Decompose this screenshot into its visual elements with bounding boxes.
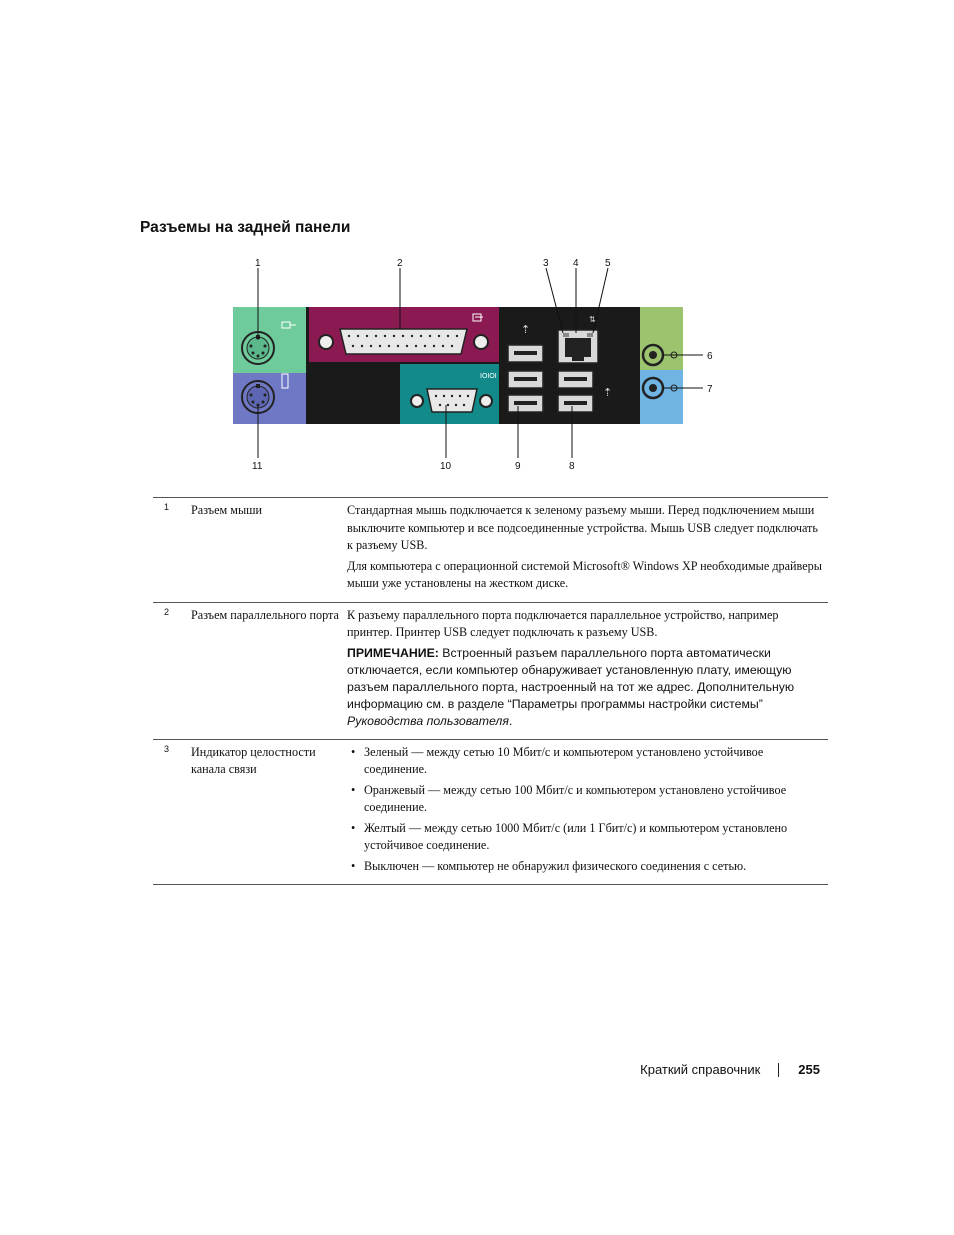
list-item: Зеленый — между сетью 10 Мбит/с и компью… [347,744,824,779]
footer-divider [778,1062,780,1077]
note-label: ПРИМЕЧАНИЕ: [347,645,439,660]
back-panel-diagram: IOIOI ⇡ ⇅ ⇡ 1 2 3 4 5 6 7 8 9 10 11 [233,258,713,472]
connector-description: Зеленый — между сетью 10 Мбит/с и компью… [347,739,828,885]
list-item: Оранжевый — между сетью 100 Мбит/с и ком… [347,782,824,817]
table-row: 2 Разъем параллельного порта К разъему п… [153,602,828,739]
page-footer: Краткий справочник 255 [640,1062,820,1077]
page-number: 255 [798,1062,820,1077]
callout-label: 2 [397,258,403,269]
usb-icon: ⇡ [521,323,530,336]
callout-label: 6 [707,351,713,362]
parallel-port [339,328,468,355]
description-paragraph: К разъему параллельного порта подключает… [347,607,779,640]
svg-text:⇡: ⇡ [603,386,612,399]
serial-icon: IOIOI [480,373,497,380]
row-number: 1 [164,502,170,512]
connector-name: Индикатор целостности канала связи [191,744,316,777]
svg-text:IOIOI: IOIOI [480,373,497,380]
callout-label: 1 [255,258,261,269]
list-item: Желтый — между сетью 1000 Мбит/с (или 1 … [347,820,824,855]
note: ПРИМЕЧАНИЕ: Встроенный разъем параллельн… [347,645,824,730]
description-paragraph: Для компьютера с операционной системой M… [347,558,822,591]
section-heading: Разъемы на задней панели [140,219,351,236]
callout-label: 8 [569,461,575,472]
row-number: 2 [164,606,170,617]
serial-port [426,388,478,413]
usb-icon: ⇡ [603,386,612,399]
note-text: Встроенный разъем параллельного порта ав… [347,645,795,711]
list-item: Выключен — компьютер не обнаружил физиче… [347,858,824,876]
status-list: Зеленый — между сетью 10 Мбит/с и компью… [347,744,824,876]
note-end: . [508,713,513,728]
description-paragraph: Стандартная мышь подключается к зеленому… [347,503,818,552]
callout-label: 10 [440,461,452,472]
connector-table: 1 Разъем мыши Стандартная мышь подключае… [153,497,828,885]
callout-label: 4 [573,258,579,269]
table-row: 1 Разъем мыши Стандартная мышь подключае… [153,497,828,603]
footer-section: Краткий справочник [640,1062,761,1077]
keyboard-icon [281,373,289,389]
connector-name: Разъем мыши [191,503,263,517]
callout-label: 3 [543,258,549,269]
connector-description: Стандартная мышь подключается к зеленому… [347,498,828,603]
connector-name: Разъем параллельного порта [191,607,339,622]
connector-description: К разъему параллельного порта подключает… [347,602,828,739]
svg-text:⇡: ⇡ [521,323,530,336]
callout-label: 11 [252,461,263,472]
callout-label: 5 [605,258,611,269]
printer-icon [472,313,483,322]
network-activity-light [587,333,593,337]
link-integrity-light [563,333,569,337]
network-icon: ⇅ [589,315,596,324]
svg-text:⇅: ⇅ [589,315,596,324]
callout-label: 9 [515,461,521,472]
row-number: 3 [164,743,170,754]
mouse-icon [281,321,296,329]
table-row: 3 Индикатор целостности канала связи Зел… [153,739,828,885]
callout-label: 7 [707,384,713,395]
guide-title: Руководства пользователя [347,713,509,728]
